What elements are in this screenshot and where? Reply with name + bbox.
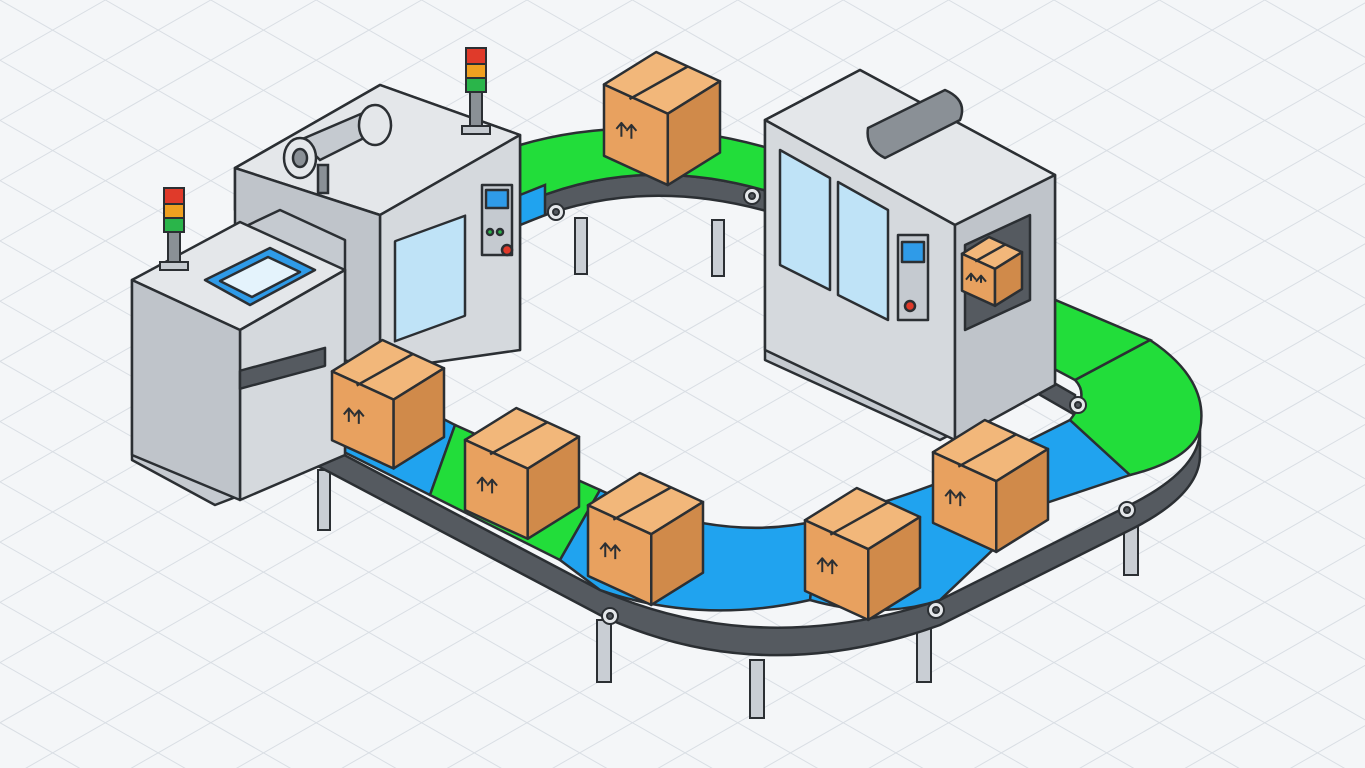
this-way-up-icon <box>944 489 967 507</box>
grid-line <box>0 601 292 768</box>
conveyor-legs <box>317 217 1139 719</box>
grid-line <box>0 481 502 768</box>
grid-line <box>0 0 317 182</box>
grid-line <box>130 62 1365 768</box>
grid-line <box>973 544 1365 768</box>
grid-line <box>0 541 397 768</box>
stop-button <box>500 243 514 257</box>
grid-line <box>0 59 1240 768</box>
this-way-up-icon <box>599 542 622 560</box>
cardboard-box <box>931 418 1050 554</box>
grid-line <box>868 484 1365 768</box>
grid-line <box>0 119 1135 768</box>
this-way-up-icon <box>816 557 839 575</box>
grid-line <box>948 0 1365 239</box>
cardboard-box <box>803 486 922 622</box>
signal-tower <box>461 47 491 135</box>
grid-line <box>526 0 1365 480</box>
boxes-layer <box>330 50 1050 622</box>
grid-line <box>0 421 608 768</box>
grid-line <box>762 423 1365 768</box>
cardboard-box <box>602 50 722 187</box>
glass-door <box>778 148 832 292</box>
machine-window <box>393 214 467 343</box>
cardboard-box <box>960 235 1024 308</box>
grid-line <box>657 363 1365 768</box>
stop-button <box>903 299 917 313</box>
grid-line <box>1289 725 1365 768</box>
signal-tower <box>159 187 189 271</box>
cardboard-box <box>330 338 446 470</box>
grid-line <box>0 0 1266 724</box>
grid-line <box>0 0 106 61</box>
this-way-up-icon <box>476 476 498 494</box>
grid-line <box>0 0 422 242</box>
grid-line <box>1079 604 1365 768</box>
cardboard-box <box>586 471 705 607</box>
grid-line <box>1053 0 1365 179</box>
packing-station-machine <box>763 68 1057 442</box>
grid-line <box>1184 664 1365 768</box>
grid-line <box>1264 0 1365 58</box>
glass-door <box>836 180 890 322</box>
this-way-up-icon <box>615 121 638 139</box>
cardboard-box <box>463 406 581 541</box>
output-slot <box>238 346 327 390</box>
grid-line <box>0 0 30 768</box>
motor-icon <box>282 103 393 195</box>
this-way-up-icon <box>965 272 987 283</box>
grid-line <box>0 661 186 768</box>
this-way-up-icon <box>343 407 365 424</box>
grid-line <box>842 0 1365 299</box>
control-unit-machine <box>130 208 347 507</box>
grid-line <box>0 360 713 768</box>
belt-segment-green <box>1068 338 1203 477</box>
